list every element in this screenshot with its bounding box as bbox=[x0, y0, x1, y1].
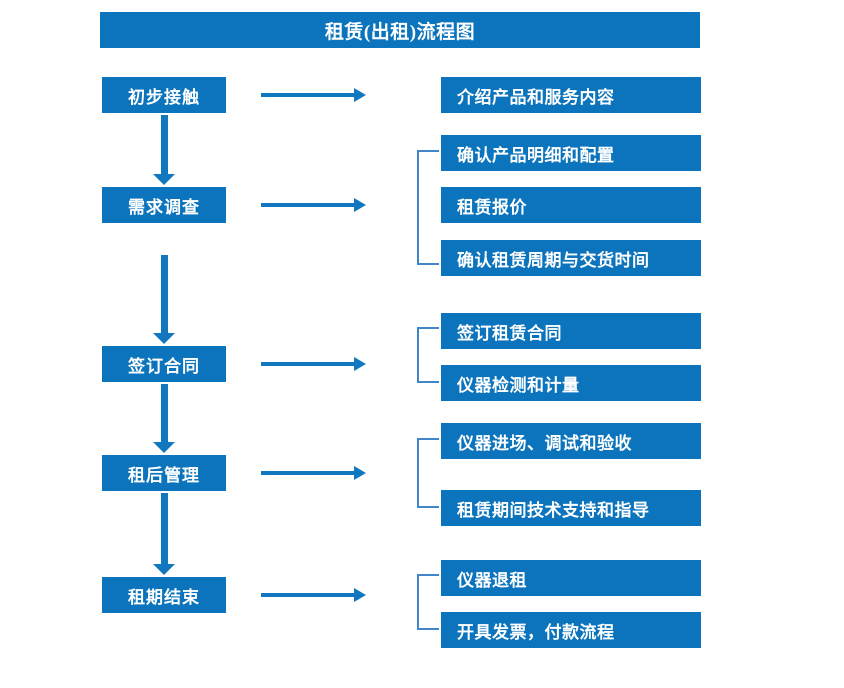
flow-arrow-down-2 bbox=[153, 255, 175, 344]
arrow-head bbox=[153, 174, 175, 185]
arrow-head bbox=[354, 466, 366, 480]
link-arrow-right-4 bbox=[261, 466, 366, 480]
arrow-shaft bbox=[160, 255, 168, 333]
diagram-title: 租赁(出租)流程图 bbox=[100, 12, 700, 48]
arrow-shaft bbox=[261, 203, 354, 207]
stage-box-1[interactable]: 初步接触 bbox=[102, 77, 226, 113]
detail-box-1[interactable]: 介绍产品和服务内容 bbox=[441, 77, 701, 113]
flow-arrow-down-3 bbox=[153, 384, 175, 453]
detail-box-5[interactable]: 签订租赁合同 bbox=[441, 313, 701, 349]
detail-box-10[interactable]: 开具发票，付款流程 bbox=[441, 612, 701, 648]
arrow-shaft bbox=[261, 362, 354, 366]
arrow-head bbox=[153, 333, 175, 344]
arrow-shaft bbox=[160, 493, 168, 564]
flow-arrow-down-1 bbox=[153, 115, 175, 185]
stage-box-4[interactable]: 租后管理 bbox=[102, 455, 226, 491]
arrow-head bbox=[354, 88, 366, 102]
detail-box-2[interactable]: 确认产品明细和配置 bbox=[441, 135, 701, 171]
stage-box-3[interactable]: 签订合同 bbox=[102, 346, 226, 382]
bracket-group-2 bbox=[417, 150, 439, 265]
link-arrow-right-1 bbox=[261, 88, 366, 102]
arrow-head bbox=[153, 564, 175, 575]
detail-box-4[interactable]: 确认租赁周期与交货时间 bbox=[441, 240, 701, 276]
link-arrow-right-2 bbox=[261, 198, 366, 212]
link-arrow-right-5 bbox=[261, 588, 366, 602]
stage-box-2[interactable]: 需求调查 bbox=[102, 187, 226, 223]
arrow-shaft bbox=[261, 93, 354, 97]
detail-box-7[interactable]: 仪器进场、调试和验收 bbox=[441, 423, 701, 459]
stage-box-5[interactable]: 租期结束 bbox=[102, 577, 226, 613]
arrow-shaft bbox=[261, 593, 354, 597]
arrow-shaft bbox=[160, 384, 168, 442]
detail-box-3[interactable]: 租赁报价 bbox=[441, 187, 701, 223]
flow-arrow-down-4 bbox=[153, 493, 175, 575]
link-arrow-right-3 bbox=[261, 357, 366, 371]
arrow-head bbox=[153, 442, 175, 453]
arrow-head bbox=[354, 198, 366, 212]
bracket-group-3 bbox=[417, 327, 439, 383]
bracket-group-5 bbox=[417, 574, 439, 630]
bracket-group-4 bbox=[417, 438, 439, 508]
arrow-shaft bbox=[261, 471, 354, 475]
arrow-head bbox=[354, 588, 366, 602]
detail-box-9[interactable]: 仪器退租 bbox=[441, 560, 701, 596]
detail-box-8[interactable]: 租赁期间技术支持和指导 bbox=[441, 490, 701, 526]
detail-box-6[interactable]: 仪器检测和计量 bbox=[441, 365, 701, 401]
arrow-head bbox=[354, 357, 366, 371]
arrow-shaft bbox=[160, 115, 168, 174]
